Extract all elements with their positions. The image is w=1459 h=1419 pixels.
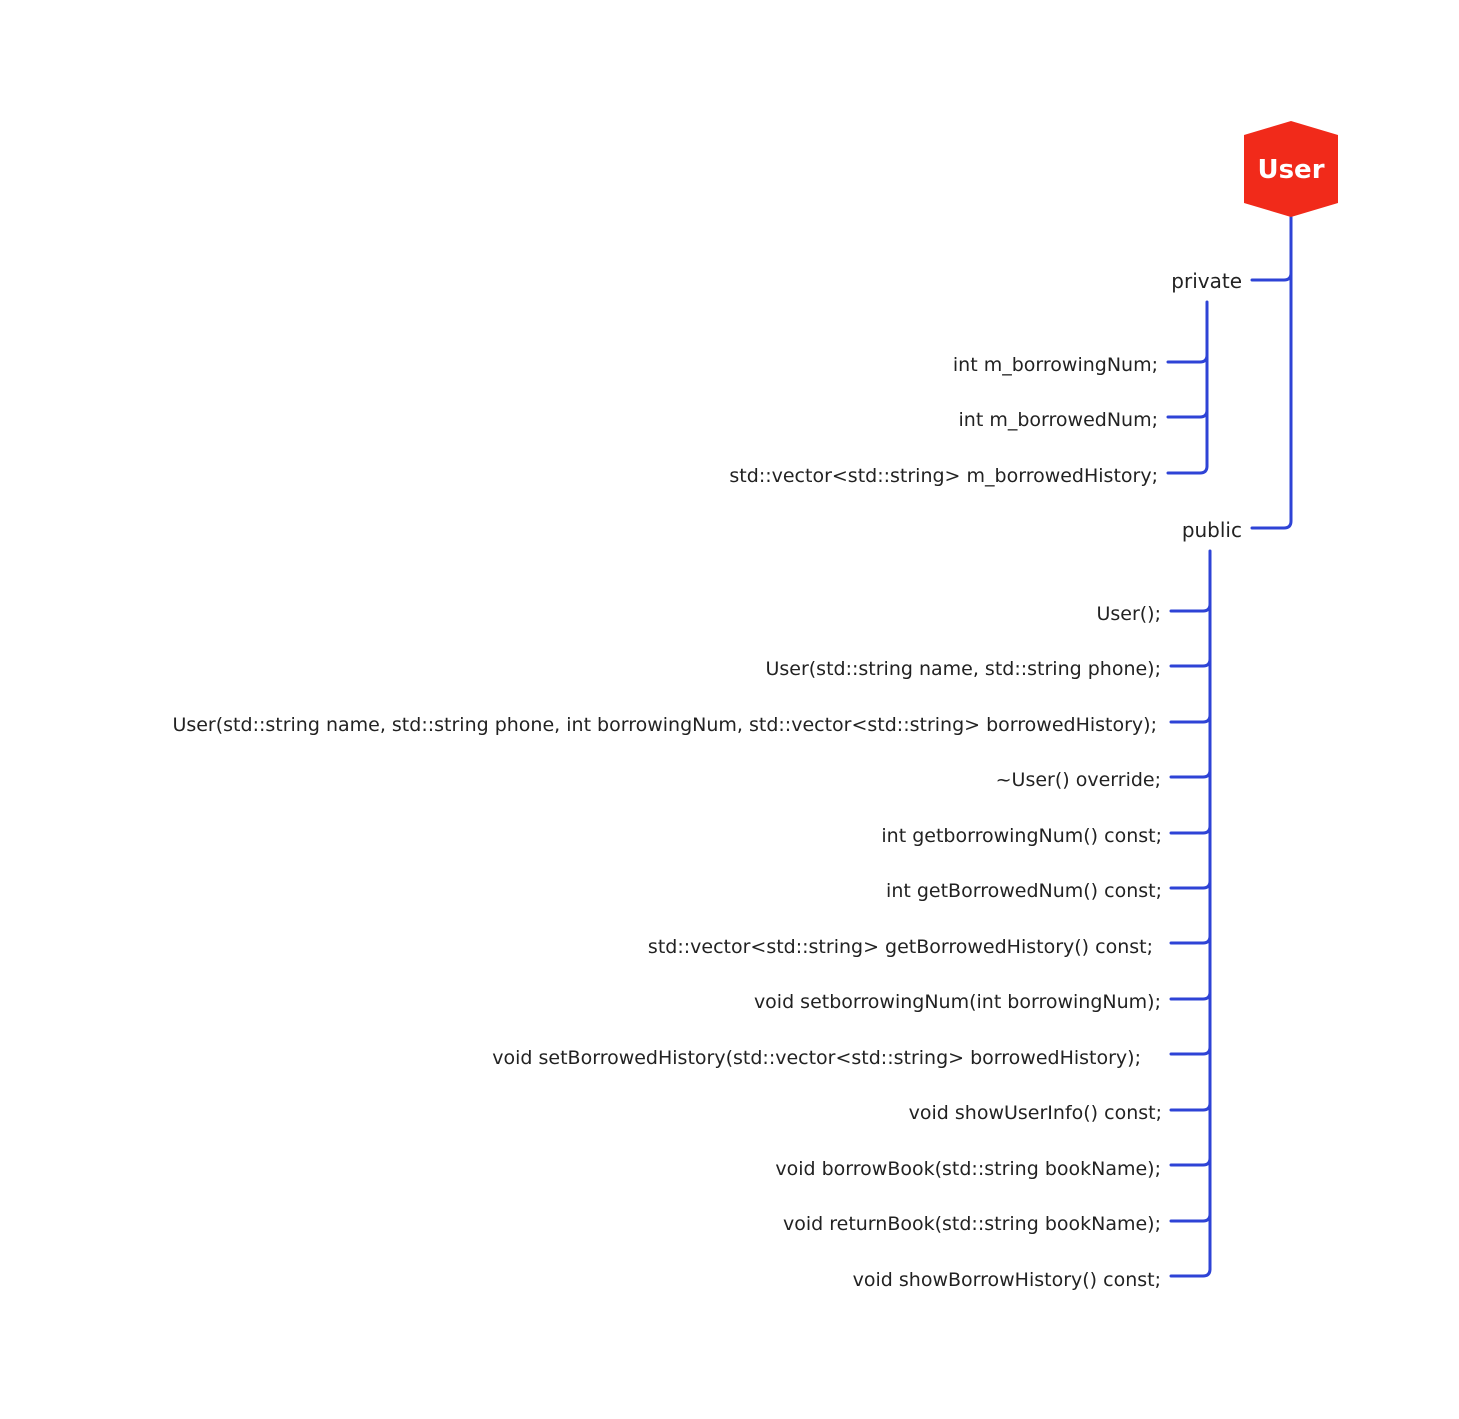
root-node[interactable]: User bbox=[1244, 121, 1338, 217]
connector-public-item bbox=[1169, 768, 1212, 779]
member-item[interactable]: void setborrowingNum(int borrowingNum); bbox=[754, 991, 1161, 1013]
member-item[interactable]: void showUserInfo() const; bbox=[909, 1102, 1162, 1124]
connector-public-item bbox=[1169, 1101, 1212, 1112]
connector-public-item bbox=[1169, 1156, 1212, 1167]
connector-public-item bbox=[1169, 934, 1212, 945]
connector-public-item bbox=[1169, 713, 1212, 724]
connector-private-item bbox=[1166, 353, 1209, 364]
connector-public-item bbox=[1169, 990, 1212, 1001]
connector-public-item bbox=[1169, 602, 1212, 613]
connector-public-item bbox=[1169, 1212, 1212, 1223]
connector-private-item bbox=[1166, 408, 1209, 419]
member-item[interactable]: User(std::string name, std::string phone… bbox=[172, 714, 1157, 736]
member-item[interactable]: User(); bbox=[1096, 603, 1161, 625]
connector-private-item bbox=[1166, 464, 1209, 475]
member-item[interactable]: void showBorrowHistory() const; bbox=[853, 1269, 1161, 1291]
connector-lines bbox=[1166, 215, 1293, 1278]
member-item[interactable]: int m_borrowingNum; bbox=[953, 354, 1158, 376]
member-item[interactable]: int m_borrowedNum; bbox=[959, 409, 1158, 431]
connector-public-item bbox=[1169, 1267, 1212, 1278]
member-item[interactable]: void returnBook(std::string bookName); bbox=[783, 1213, 1161, 1235]
member-item[interactable]: std::vector<std::string> getBorrowedHist… bbox=[648, 936, 1153, 958]
root-label: User bbox=[1257, 155, 1324, 185]
member-item[interactable]: ~User() override; bbox=[996, 769, 1161, 791]
root-hexagon bbox=[1244, 121, 1338, 217]
member-item[interactable]: void borrowBook(std::string bookName); bbox=[775, 1158, 1161, 1180]
branch-label-public: public bbox=[1182, 518, 1242, 542]
connector-public-item bbox=[1169, 879, 1212, 890]
connector-public-item bbox=[1169, 657, 1212, 668]
member-item[interactable]: void setBorrowedHistory(std::vector<std:… bbox=[492, 1047, 1141, 1069]
connector-public-item bbox=[1169, 824, 1212, 835]
member-item[interactable]: int getborrowingNum() const; bbox=[881, 825, 1162, 847]
public-members: User(); User(std::string name, std::stri… bbox=[172, 603, 1162, 1291]
member-item[interactable]: int getBorrowedNum() const; bbox=[886, 880, 1162, 902]
connector-root-private bbox=[1250, 271, 1293, 282]
branch-private[interactable]: private bbox=[1171, 269, 1242, 293]
member-item[interactable]: std::vector<std::string> m_borrowedHisto… bbox=[729, 465, 1158, 487]
member-item[interactable]: User(std::string name, std::string phone… bbox=[765, 658, 1161, 680]
branch-public[interactable]: public bbox=[1182, 518, 1242, 542]
connector-public-item bbox=[1169, 1045, 1212, 1056]
connector-root-public bbox=[1250, 215, 1293, 530]
private-members: int m_borrowingNum; int m_borrowedNum; s… bbox=[729, 354, 1158, 487]
branch-label-private: private bbox=[1171, 269, 1242, 293]
